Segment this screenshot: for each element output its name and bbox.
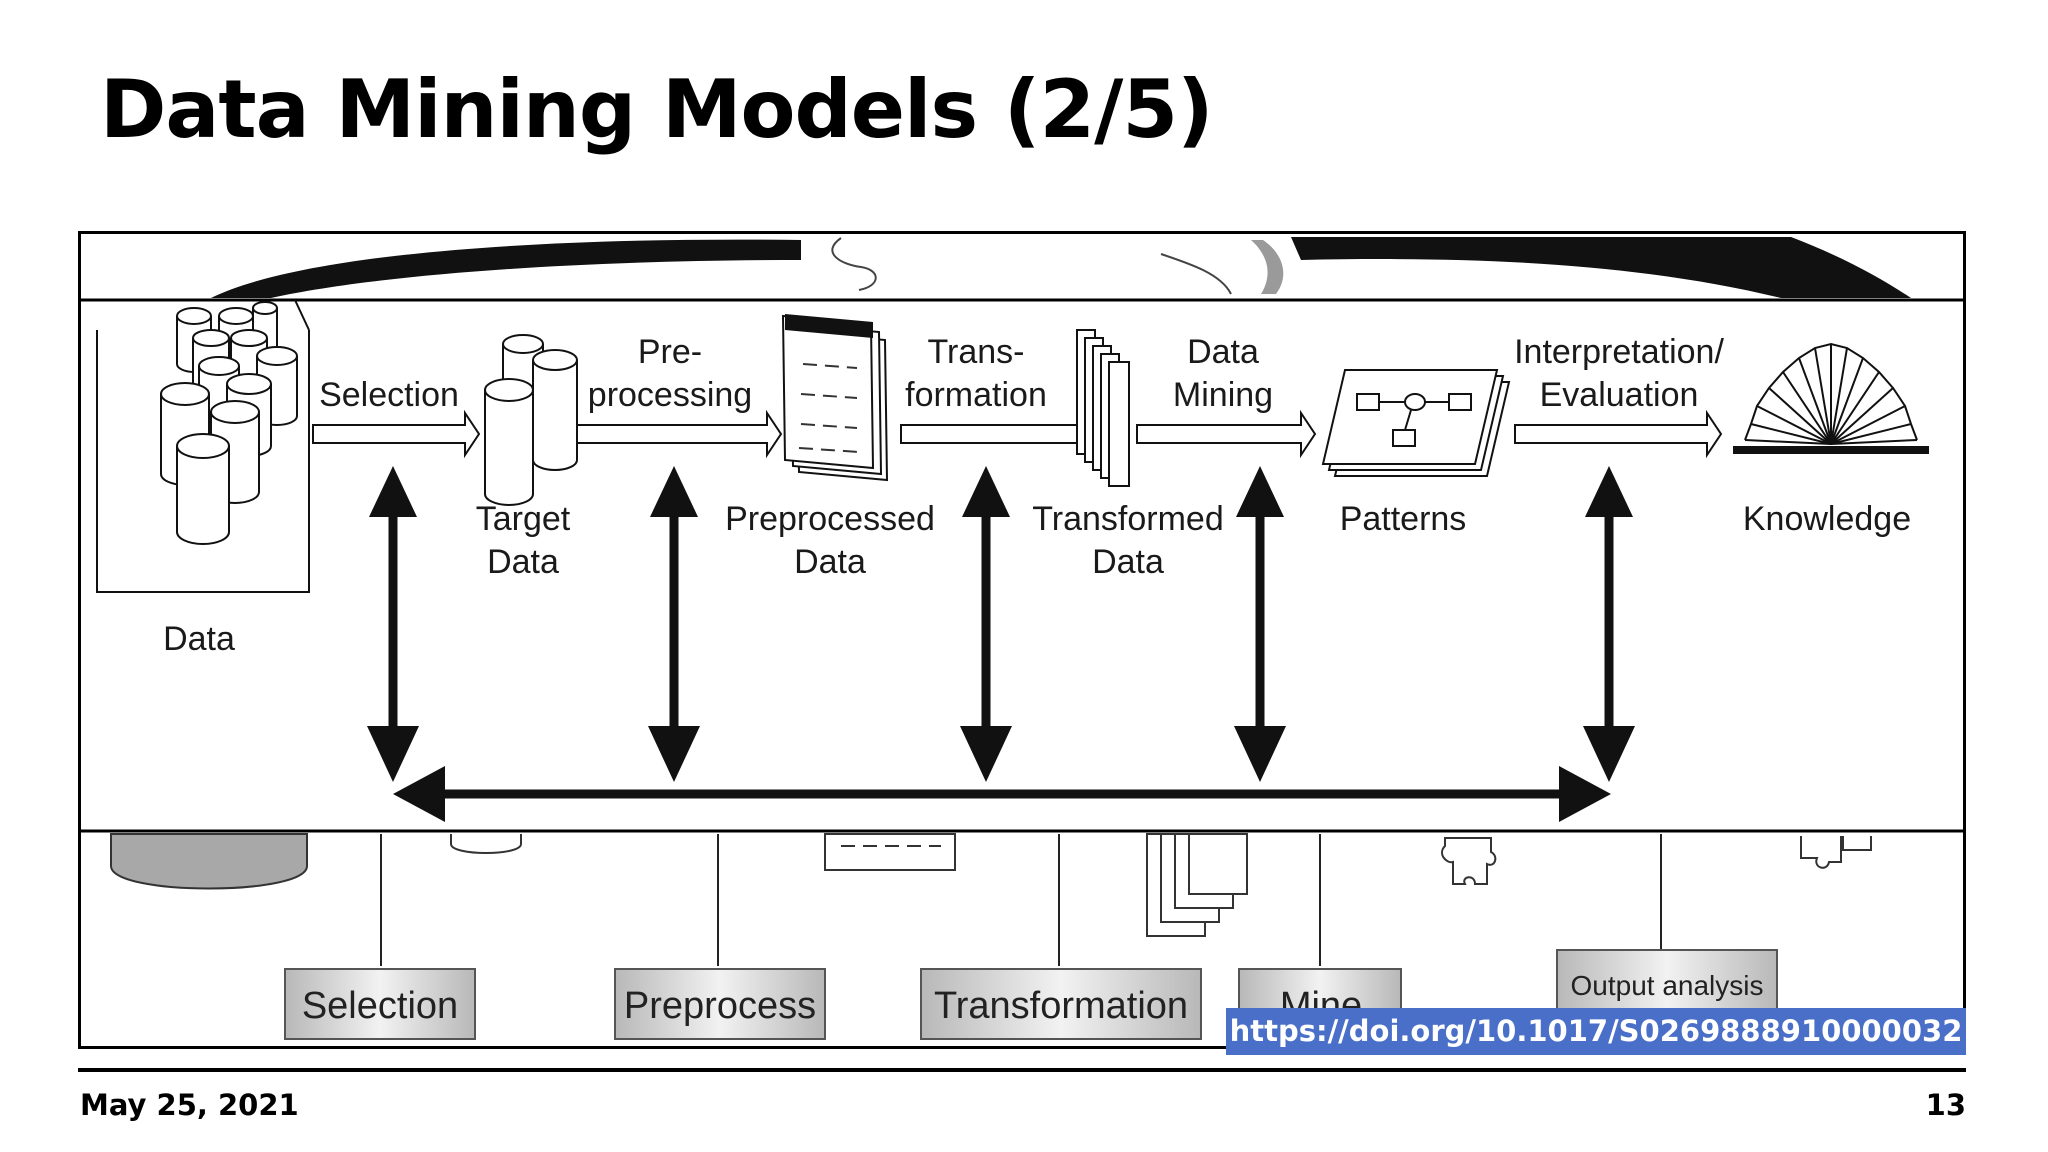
stage-label-transformed-2: Data — [1092, 543, 1164, 581]
feedback-arrow-4 — [1234, 466, 1286, 782]
top-background-strip — [211, 237, 1911, 298]
target-data-icon — [484, 334, 578, 506]
preprocessing-arrow — [576, 409, 783, 459]
step-label-interpretation-2: Evaluation — [1540, 376, 1699, 414]
data-mining-arrow — [1136, 409, 1317, 459]
citation-doi-link[interactable]: https://doi.org/10.1017/S026988891000003… — [1226, 1008, 1966, 1055]
lower-button-transformation: Transformation — [920, 968, 1202, 1040]
feedback-arrow-2 — [648, 466, 700, 782]
lower-button-transformation-label: Transformation — [934, 985, 1188, 1027]
stage-label-transformed-1: Transformed — [1032, 500, 1223, 538]
step-label-preprocessing-2: processing — [588, 376, 752, 414]
feedback-arrows — [367, 466, 1635, 822]
step-label-transformation-1: Trans- — [928, 333, 1025, 371]
stage-label-knowledge: Knowledge — [1743, 500, 1911, 538]
slide-title: Data Mining Models (2/5) — [100, 63, 1214, 156]
step-label-transformation-2: formation — [905, 376, 1047, 414]
lower-process-strip — [110, 833, 1872, 966]
preprocessed-data-icon — [781, 314, 889, 482]
feedback-arrow-1 — [367, 466, 419, 782]
data-store-icon — [96, 299, 310, 593]
knowledge-book-icon — [1733, 342, 1929, 454]
stage-label-preprocessed-1: Preprocessed — [725, 500, 935, 538]
footer-date: May 25, 2021 — [80, 1088, 299, 1122]
step-label-data-mining-1: Data — [1187, 333, 1259, 371]
feedback-arrow-5 — [1583, 466, 1635, 782]
lower-button-selection-label: Selection — [302, 985, 458, 1027]
footer-divider — [78, 1068, 1966, 1072]
step-label-selection: Selection — [319, 376, 459, 414]
lower-button-preprocess-label: Preprocess — [624, 985, 816, 1027]
lower-button-preprocess: Preprocess — [614, 968, 826, 1040]
interpretation-arrow — [1514, 409, 1723, 459]
stage-label-data: Data — [163, 620, 235, 658]
stage-label-target-data-2: Data — [487, 543, 559, 581]
kdd-process-diagram: Data Selection Target Data Pre- processi… — [81, 237, 1963, 1040]
feedback-arrow-3 — [960, 466, 1012, 782]
stage-label-patterns: Patterns — [1340, 500, 1467, 538]
step-label-preprocessing-1: Pre- — [638, 333, 702, 371]
page-number: 13 — [1925, 1088, 1966, 1122]
stage-label-preprocessed-2: Data — [794, 543, 866, 581]
kdd-process-figure: Data Selection Target Data Pre- processi… — [78, 231, 1966, 1049]
stage-label-target-data-1: Target — [476, 500, 571, 538]
patterns-icon — [1321, 369, 1511, 477]
step-label-interpretation-1: Interpretation/ — [1514, 333, 1724, 371]
lower-button-output-analysis-label: Output analysis — [1571, 970, 1764, 1001]
lower-button-selection: Selection — [284, 968, 476, 1040]
step-label-data-mining-2: Mining — [1173, 376, 1273, 414]
transformation-arrow — [900, 409, 1101, 459]
feedback-horizontal-arrow — [393, 766, 1611, 822]
transformed-data-icon — [1076, 329, 1130, 487]
selection-arrow — [312, 409, 481, 459]
